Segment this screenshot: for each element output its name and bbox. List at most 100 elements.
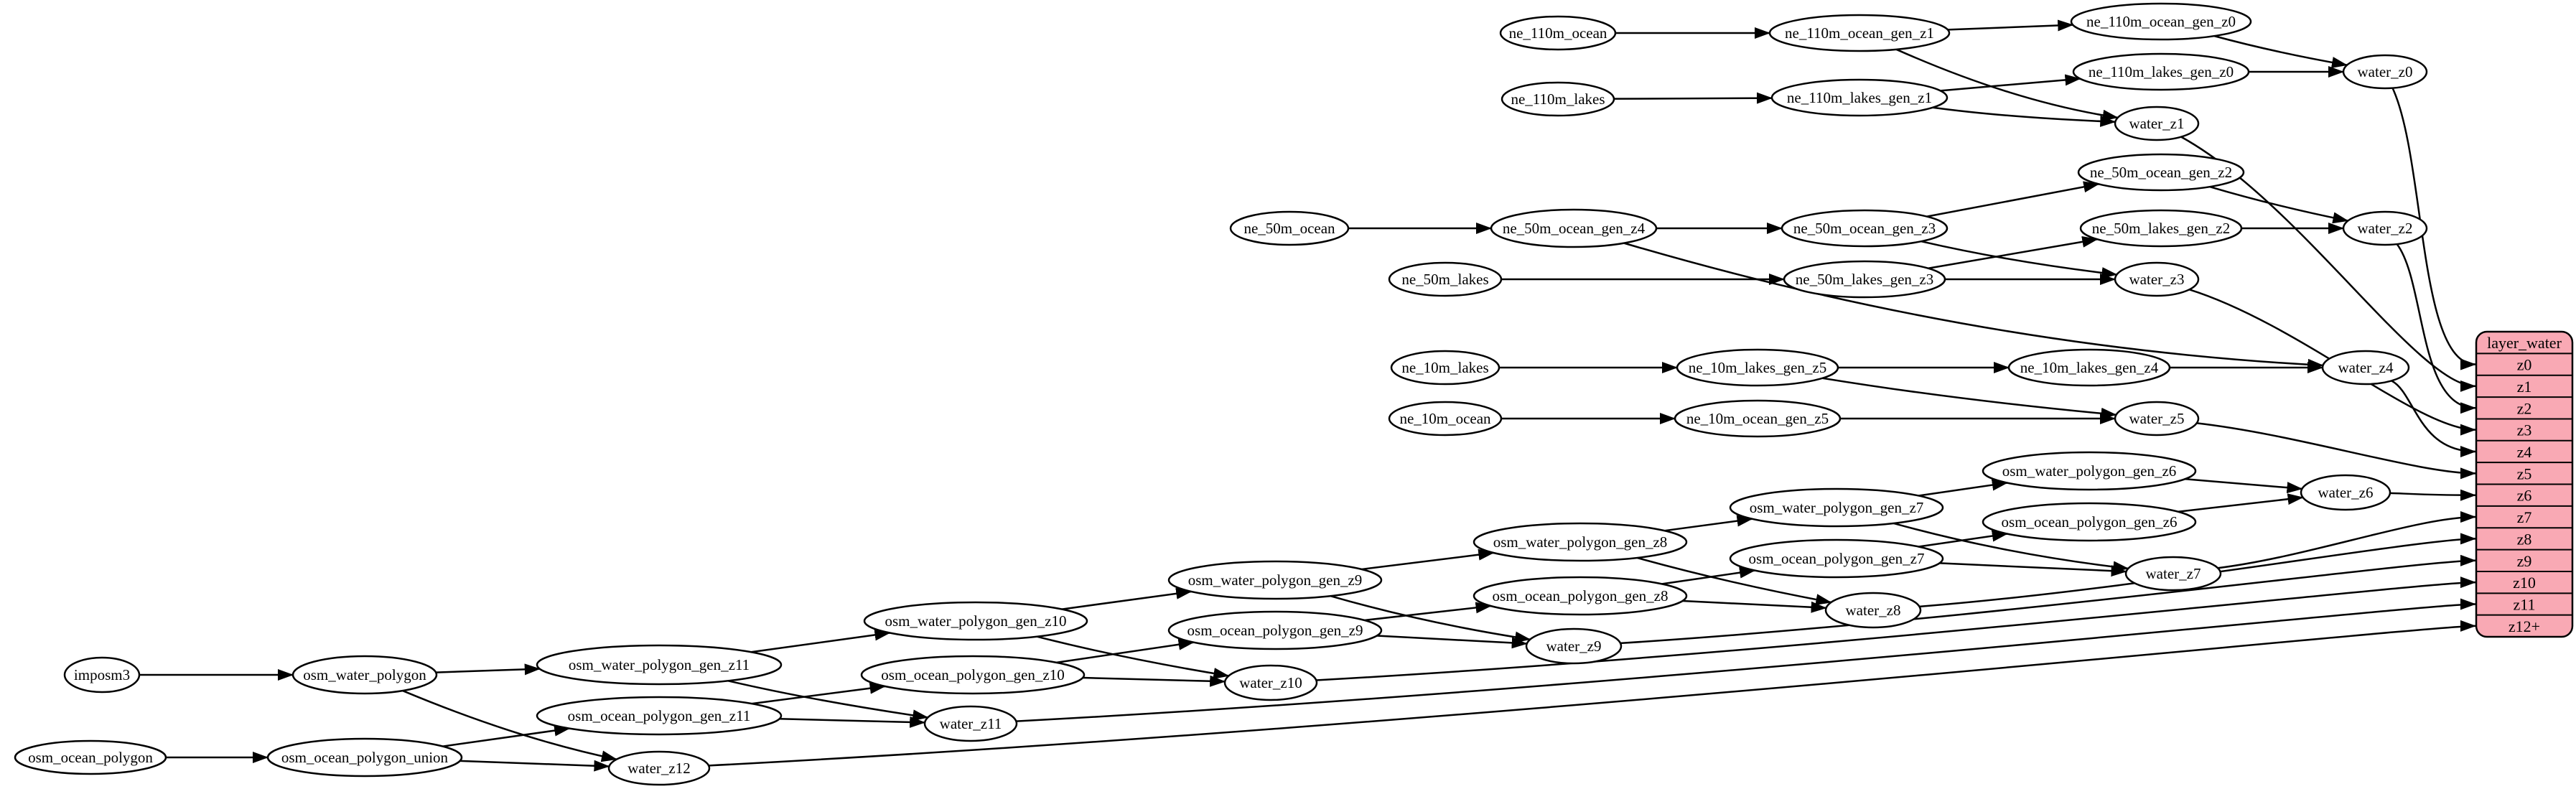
node-ellipse-osm_ocean_polygon_gen_z8 bbox=[1473, 576, 1688, 616]
node-ellipse-water_z4 bbox=[2321, 350, 2410, 386]
layer-water-row-z4: z4 bbox=[2517, 443, 2532, 461]
node-ellipse-ne_110m_lakes_gen_z1 bbox=[1770, 78, 1949, 117]
node-ellipse-osm_water_polygon_gen_z7 bbox=[1729, 487, 1944, 528]
node-osm_ocean_polygon_gen_z10: osm_ocean_polygon_gen_z10 bbox=[860, 655, 1086, 695]
node-label-water_z1: water_z1 bbox=[2129, 115, 2185, 132]
node-water_z4: water_z4 bbox=[2321, 350, 2410, 386]
node-osm_ocean_polygon_gen_z9: osm_ocean_polygon_gen_z9 bbox=[1167, 610, 1383, 650]
node-label-osm_ocean_polygon_gen_z10: osm_ocean_polygon_gen_z10 bbox=[881, 666, 1064, 683]
edge-osm_water_polygon_gen_z7-to-water_z7 bbox=[1893, 522, 2129, 573]
node-label-imposm3: imposm3 bbox=[74, 666, 130, 683]
node-osm_water_polygon_gen_z6: osm_water_polygon_gen_z6 bbox=[1982, 451, 2197, 491]
layer-water-row-z6: z6 bbox=[2517, 487, 2532, 505]
node-ellipse-ne_50m_lakes_gen_z2 bbox=[2079, 209, 2243, 248]
node-ellipse-water_z5 bbox=[2114, 401, 2200, 436]
edge-osm_water_polygon_gen_z6-to-water_z6 bbox=[2185, 477, 2303, 494]
node-label-water_z12: water_z12 bbox=[627, 760, 690, 777]
node-osm_water_polygon: osm_water_polygon bbox=[291, 655, 438, 695]
node-label-water_z0: water_z0 bbox=[2358, 63, 2413, 80]
node-ne_50m_lakes_gen_z2: ne_50m_lakes_gen_z2 bbox=[2079, 209, 2243, 248]
edge-ne_10m_lakes_gen_z5-to-water_z5 bbox=[1822, 377, 2117, 419]
edge-osm_ocean_polygon_gen_z8-to-osm_ocean_polygon_gen_z7 bbox=[1661, 566, 1756, 585]
edge-water_z6-to-layer-water-z6 bbox=[2389, 489, 2476, 501]
node-label-water_z9: water_z9 bbox=[1546, 638, 1602, 655]
node-ellipse-water_z6 bbox=[2300, 474, 2391, 511]
node-ne_110m_lakes_gen_z0: ne_110m_lakes_gen_z0 bbox=[2072, 52, 2250, 91]
layer-water-row-z0: z0 bbox=[2517, 356, 2532, 374]
edge-osm_ocean_polygon_gen_z11-to-osm_ocean_polygon_gen_z10 bbox=[752, 682, 886, 705]
node-ellipse-water_z0 bbox=[2342, 54, 2428, 90]
edge-osm_water_polygon_gen_z9-to-water_z9 bbox=[1330, 594, 1531, 643]
edge-ne_110m_ocean_gen_z0-to-water_z0 bbox=[2213, 34, 2348, 68]
layer-water-row-z10: z10 bbox=[2513, 574, 2536, 592]
node-label-osm_water_polygon_gen_z7: osm_water_polygon_gen_z7 bbox=[1750, 499, 1924, 516]
node-label-ne_50m_ocean: ne_50m_ocean bbox=[1243, 220, 1335, 237]
node-osm_water_polygon_gen_z10: osm_water_polygon_gen_z10 bbox=[863, 601, 1088, 641]
node-label-ne_110m_lakes_gen_z1: ne_110m_lakes_gen_z1 bbox=[1787, 89, 1932, 106]
node-ne_50m_lakes_gen_z3: ne_50m_lakes_gen_z3 bbox=[1783, 260, 1946, 299]
edge-osm_water_polygon_gen_z9-to-osm_water_polygon_gen_z8 bbox=[1361, 548, 1495, 571]
edge-osm_ocean_polygon_union-to-osm_ocean_polygon_gen_z11 bbox=[442, 724, 571, 747]
node-label-osm_water_polygon: osm_water_polygon bbox=[303, 666, 426, 683]
node-ellipse-osm_water_polygon bbox=[291, 655, 438, 695]
layer-water-table: layer_waterz0z1z2z3z4z5z6z7z8z9z10z11z12… bbox=[2475, 330, 2574, 638]
edge-osm_ocean_polygon_gen_z6-to-water_z6 bbox=[2178, 493, 2304, 513]
node-ne_110m_lakes: ne_110m_lakes bbox=[1501, 81, 1615, 117]
node-ellipse-water_z12 bbox=[607, 750, 711, 786]
node-ellipse-osm_water_polygon_gen_z9 bbox=[1167, 560, 1383, 600]
node-ellipse-ne_50m_ocean_gen_z3 bbox=[1781, 209, 1949, 248]
node-label-ne_50m_ocean_gen_z3: ne_50m_ocean_gen_z3 bbox=[1793, 220, 1936, 237]
layer-water-row-z2: z2 bbox=[2517, 399, 2532, 417]
node-imposm3: imposm3 bbox=[63, 656, 141, 694]
node-ne_50m_lakes: ne_50m_lakes bbox=[1388, 261, 1503, 297]
node-ellipse-osm_water_polygon_gen_z8 bbox=[1473, 522, 1688, 562]
node-ellipse-ne_50m_lakes bbox=[1388, 261, 1503, 297]
node-ellipse-ne_50m_lakes_gen_z3 bbox=[1783, 260, 1946, 299]
edge-ne_110m_lakes_gen_z1-to-water_z1 bbox=[1932, 106, 2117, 127]
edge-ne_110m_lakes-to-ne_110m_lakes_gen_z1 bbox=[1613, 92, 1773, 104]
node-osm_ocean_polygon_gen_z11: osm_ocean_polygon_gen_z11 bbox=[536, 696, 783, 736]
edge-osm_ocean_polygon_gen_z10-to-osm_ocean_polygon_gen_z9 bbox=[1056, 638, 1195, 664]
node-label-water_z2: water_z2 bbox=[2358, 220, 2413, 237]
layer-water-row-z1: z1 bbox=[2517, 378, 2532, 396]
node-ellipse-osm_ocean_polygon_gen_z7 bbox=[1729, 538, 1944, 579]
node-ellipse-ne_10m_lakes bbox=[1390, 350, 1501, 386]
edge-water_z10-to-layer-water-z10 bbox=[1316, 576, 2476, 681]
edge-water_z7-to-layer-water-z7 bbox=[2217, 511, 2476, 569]
node-label-ne_110m_lakes_gen_z0: ne_110m_lakes_gen_z0 bbox=[2089, 63, 2234, 80]
edge-osm_water_polygon_gen_z8-to-osm_water_polygon_gen_z7 bbox=[1664, 515, 1753, 532]
edge-ne_50m_ocean_gen_z3-to-ne_50m_ocean_gen_z2 bbox=[1926, 181, 2100, 218]
edge-osm_water_polygon-to-water_z12 bbox=[402, 689, 617, 762]
node-ellipse-ne_10m_ocean bbox=[1388, 401, 1503, 436]
node-osm_water_polygon_gen_z9: osm_water_polygon_gen_z9 bbox=[1167, 560, 1383, 600]
node-ellipse-ne_10m_lakes_gen_z4 bbox=[2007, 348, 2171, 387]
node-osm_water_polygon_gen_z11: osm_water_polygon_gen_z11 bbox=[536, 644, 783, 686]
node-ellipse-ne_110m_ocean bbox=[1499, 15, 1617, 51]
node-label-osm_water_polygon_gen_z11: osm_water_polygon_gen_z11 bbox=[569, 656, 750, 673]
node-label-ne_110m_ocean: ne_110m_ocean bbox=[1509, 24, 1607, 42]
node-osm_ocean_polygon_gen_z8: osm_ocean_polygon_gen_z8 bbox=[1473, 576, 1688, 616]
layer-water-row-z9: z9 bbox=[2517, 552, 2532, 570]
node-ne_50m_ocean_gen_z3: ne_50m_ocean_gen_z3 bbox=[1781, 209, 1949, 248]
node-label-ne_10m_ocean_gen_z5: ne_10m_ocean_gen_z5 bbox=[1686, 410, 1829, 427]
node-label-ne_110m_ocean_gen_z0: ne_110m_ocean_gen_z0 bbox=[2086, 13, 2236, 30]
edge-water_z4-to-layer-water-z4 bbox=[2391, 380, 2476, 457]
node-label-water_z3: water_z3 bbox=[2129, 271, 2185, 288]
node-ellipse-water_z2 bbox=[2342, 210, 2428, 246]
node-label-ne_10m_lakes: ne_10m_lakes bbox=[1401, 359, 1488, 376]
node-label-water_z11: water_z11 bbox=[940, 715, 1002, 732]
node-label-osm_ocean_polygon: osm_ocean_polygon bbox=[28, 749, 153, 766]
node-label-osm_water_polygon_gen_z6: osm_water_polygon_gen_z6 bbox=[2002, 462, 2177, 480]
node-ne_10m_ocean: ne_10m_ocean bbox=[1388, 401, 1503, 436]
node-label-osm_water_polygon_gen_z8: osm_water_polygon_gen_z8 bbox=[1493, 533, 1668, 551]
node-label-ne_10m_lakes_gen_z4: ne_10m_lakes_gen_z4 bbox=[2020, 359, 2159, 376]
node-label-ne_10m_lakes_gen_z5: ne_10m_lakes_gen_z5 bbox=[1689, 359, 1826, 376]
edge-osm_water_polygon-to-osm_water_polygon_gen_z11 bbox=[436, 663, 541, 676]
node-label-water_z6: water_z6 bbox=[2318, 484, 2374, 501]
node-label-ne_50m_ocean_gen_z4: ne_50m_ocean_gen_z4 bbox=[1503, 220, 1646, 237]
node-label-water_z7: water_z7 bbox=[2146, 565, 2201, 582]
node-ellipse-ne_50m_ocean bbox=[1229, 210, 1350, 246]
node-ellipse-ne_110m_ocean_gen_z1 bbox=[1768, 14, 1951, 52]
node-ellipse-ne_10m_lakes_gen_z5 bbox=[1676, 348, 1839, 387]
